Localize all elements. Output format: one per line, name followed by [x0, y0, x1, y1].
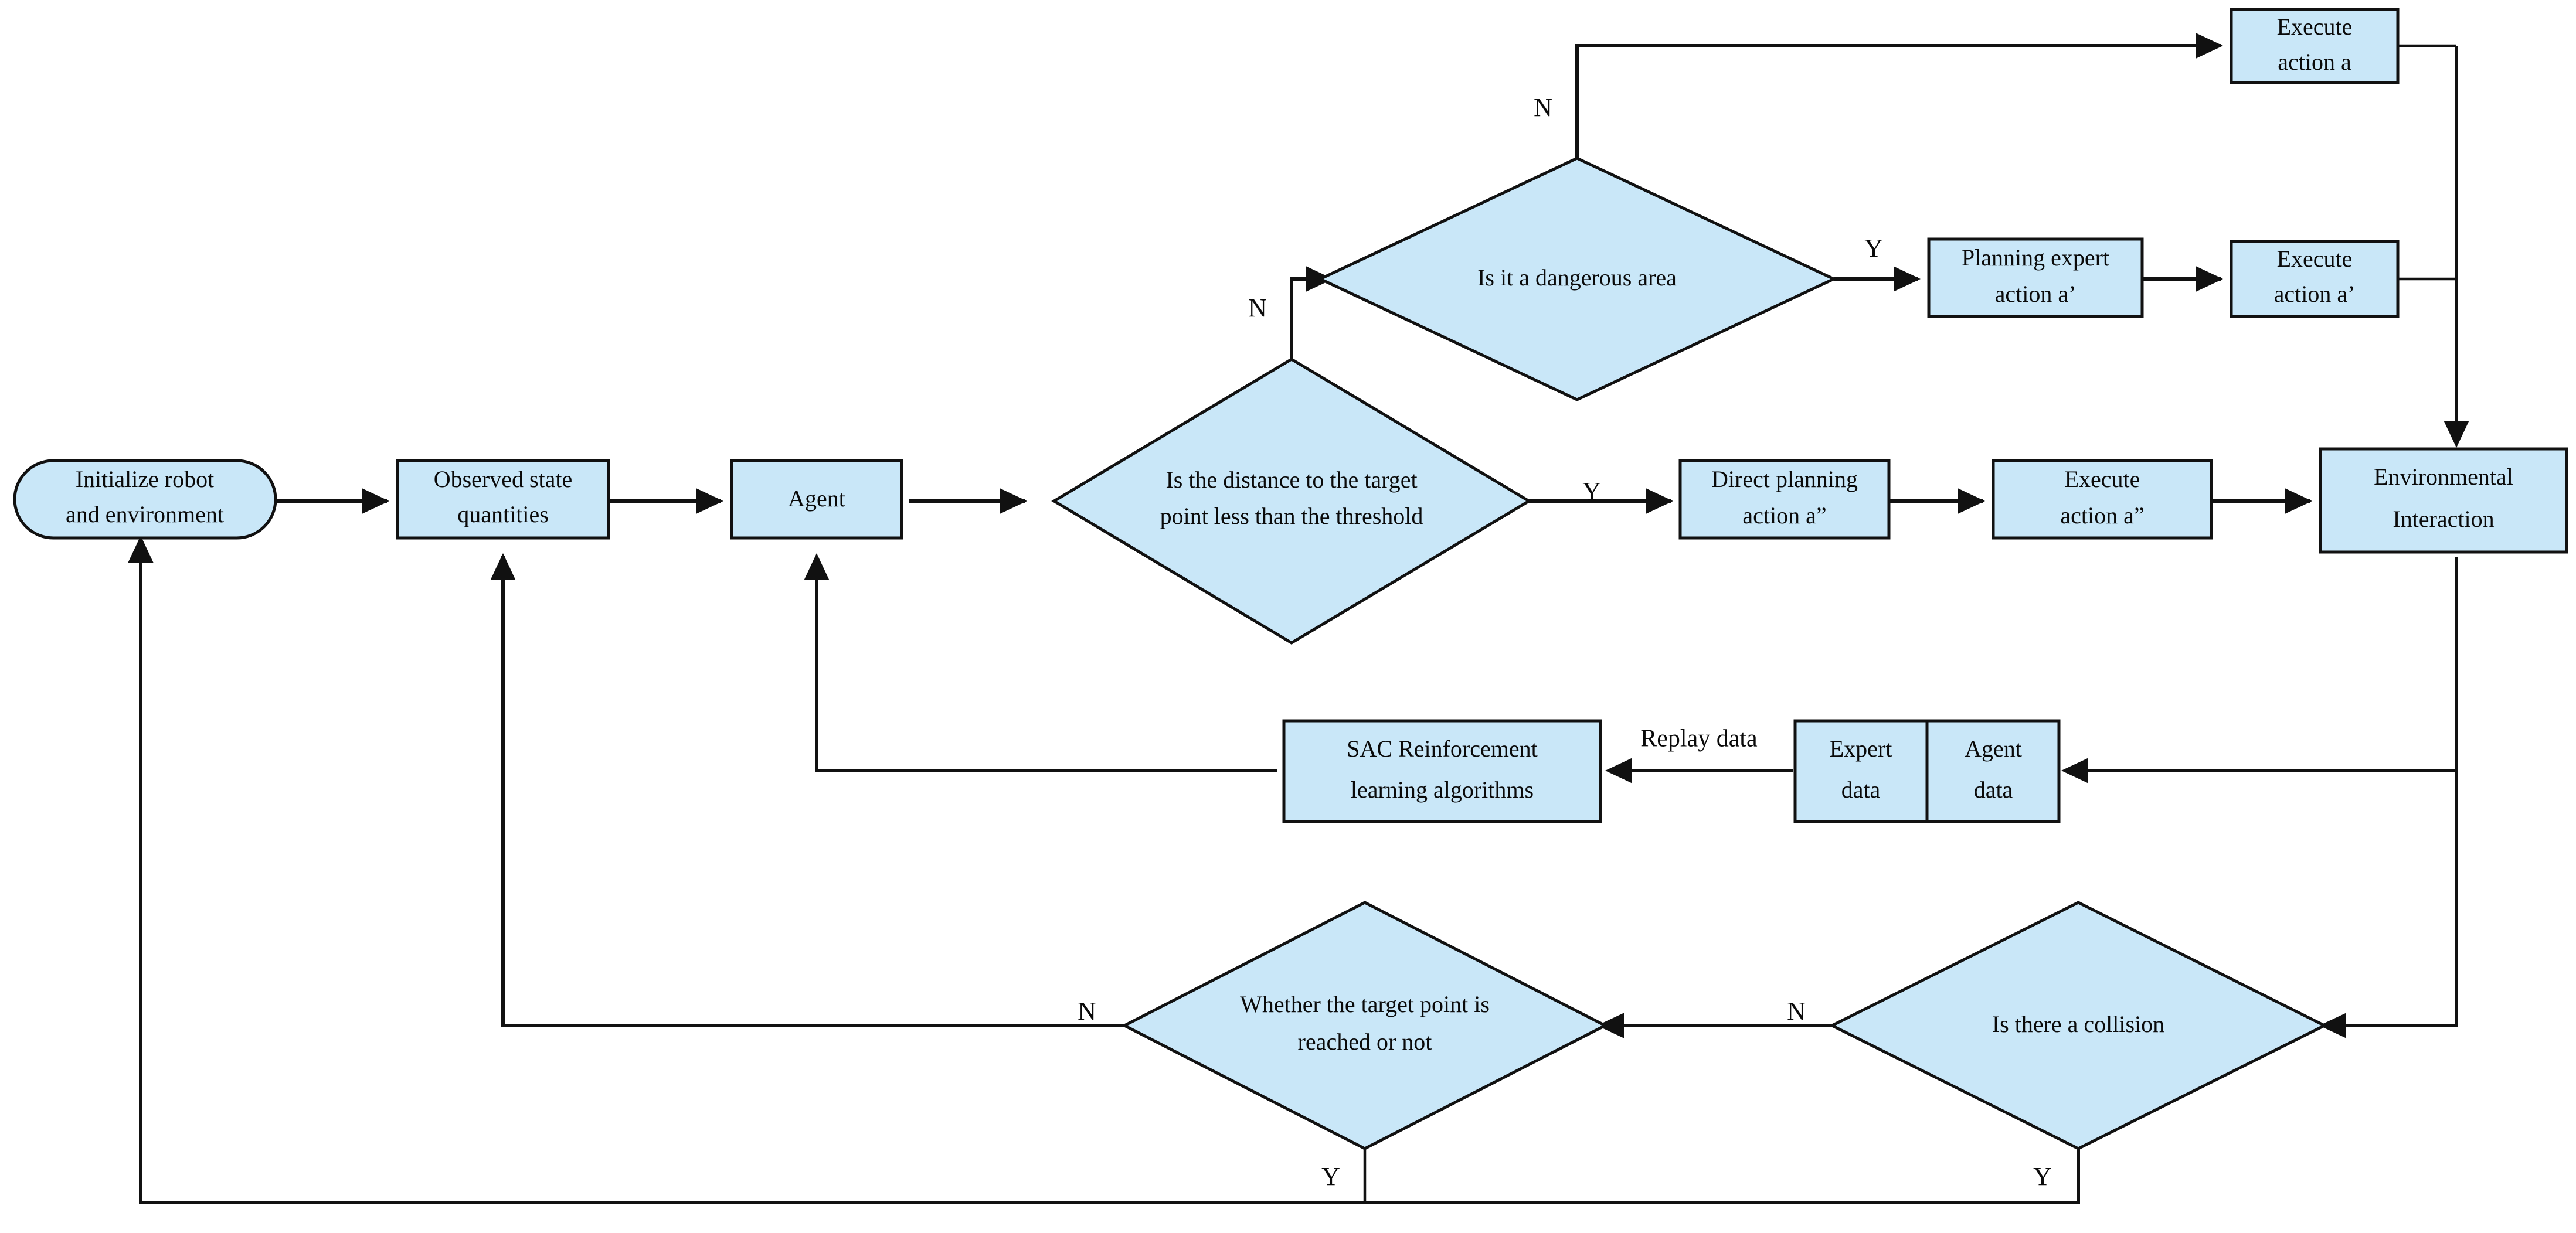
- node-environmental-interaction[interactable]: Environmental Interaction: [2319, 447, 2568, 554]
- node-agent-label: Agent: [788, 485, 845, 512]
- label-distance-yes: Y: [1582, 477, 1601, 506]
- node-distance-decision-line2: point less than the threshold: [1160, 503, 1423, 529]
- node-initialize[interactable]: Initialize robot and environment: [13, 459, 277, 540]
- node-replay-buffer[interactable]: Expert data Agent data: [1793, 719, 2061, 823]
- node-collision-decision[interactable]: Is there a collision: [1829, 901, 2328, 1150]
- node-execute-a[interactable]: Execute action a: [2230, 8, 2400, 84]
- node-observed-state-line2: quantities: [457, 501, 549, 527]
- label-distance-no: N: [1248, 294, 1267, 322]
- node-env-line2: Interaction: [2393, 506, 2494, 532]
- label-collision-no: N: [1787, 997, 1806, 1026]
- node-planning-expert-line2: action a’: [1995, 281, 2077, 307]
- node-target-reached-line2: reached or not: [1298, 1028, 1432, 1055]
- node-sac-line2: learning algorithms: [1351, 776, 1534, 803]
- node-planning-expert[interactable]: Planning expert action a’: [1927, 237, 2144, 318]
- edge-danger-no-to-execute-a: [1575, 33, 2223, 158]
- node-execute-a-double[interactable]: Execute action a”: [1992, 459, 2213, 540]
- label-collision-yes: Y: [2033, 1162, 2052, 1191]
- label-target-no: N: [1078, 997, 1096, 1026]
- edge-sac-to-agent: [804, 553, 1277, 772]
- node-observed-state-line1: Observed state: [434, 466, 573, 492]
- node-direct-planning[interactable]: Direct planning action a”: [1678, 459, 1891, 540]
- edge-distance-no-to-danger: [1290, 266, 1333, 359]
- edge-env-to-collision-decision: [2319, 557, 2458, 1038]
- node-expert-data-line2: data: [1841, 776, 1881, 803]
- node-target-reached-decision[interactable]: Whether the target point is reached or n…: [1121, 901, 1609, 1150]
- node-danger-decision-label: Is it a dangerous area: [1477, 264, 1677, 291]
- node-initialize-line1: Initialize robot: [76, 466, 215, 492]
- node-agent-data-line2: data: [1974, 776, 2013, 803]
- node-observed-state[interactable]: Observed state quantities: [396, 459, 610, 540]
- label-danger-no: N: [1534, 93, 1552, 122]
- node-target-reached-line1: Whether the target point is: [1240, 991, 1490, 1017]
- node-distance-decision[interactable]: Is the distance to the target point less…: [1051, 357, 1532, 645]
- label-danger-yes: Y: [1864, 234, 1883, 263]
- node-direct-planning-line2: action a”: [1742, 502, 1826, 529]
- node-execute-a-prime-line2: action a’: [2274, 281, 2356, 307]
- node-danger-decision[interactable]: Is it a dangerous area: [1317, 156, 1837, 401]
- node-execute-a-double-line2: action a”: [2060, 502, 2144, 529]
- node-planning-expert-line1: Planning expert: [1962, 244, 2109, 271]
- node-execute-a-line2: action a: [2278, 49, 2351, 75]
- node-sac-line1: SAC Reinforcement: [1347, 735, 1538, 762]
- node-agent[interactable]: Agent: [730, 459, 903, 540]
- node-initialize-line2: and environment: [66, 501, 224, 527]
- node-expert-data-line1: Expert: [1830, 735, 1892, 762]
- node-execute-a-prime[interactable]: Execute action a’: [2230, 240, 2400, 318]
- node-direct-planning-line1: Direct planning: [1711, 466, 1858, 492]
- node-execute-a-line1: Execute: [2277, 13, 2353, 40]
- node-env-line1: Environmental: [2374, 464, 2513, 490]
- node-agent-data-line1: Agent: [1965, 735, 2022, 762]
- edge-collision-yes-to-initialize: [128, 536, 2080, 1204]
- node-distance-decision-line1: Is the distance to the target: [1165, 466, 1417, 493]
- node-execute-a-double-line1: Execute: [2065, 466, 2140, 492]
- label-target-yes: Y: [1321, 1162, 1340, 1191]
- node-sac[interactable]: SAC Reinforcement learning algorithms: [1282, 719, 1602, 823]
- label-replay-data: Replay data: [1640, 726, 1758, 752]
- node-execute-a-prime-line1: Execute: [2277, 246, 2353, 272]
- edge-target-no-to-observed: [490, 553, 1129, 1027]
- node-collision-decision-label: Is there a collision: [1992, 1011, 2164, 1037]
